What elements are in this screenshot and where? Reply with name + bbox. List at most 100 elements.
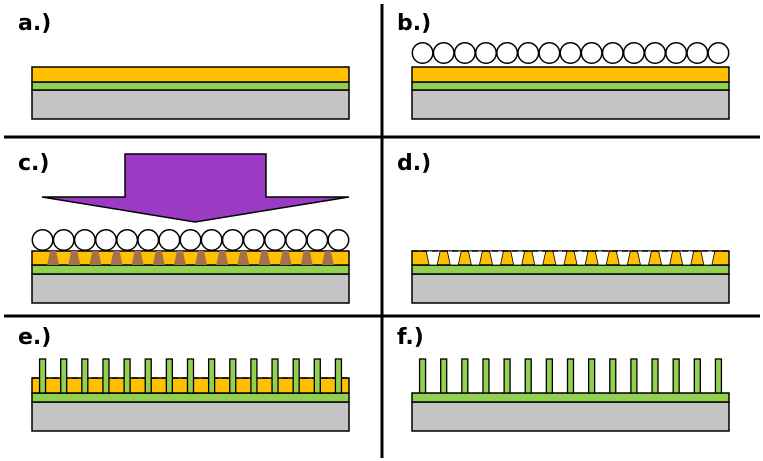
sphere (517, 41, 540, 65)
etch-shadow (173, 251, 186, 265)
panel-e-label: e.) (18, 325, 51, 350)
sphere (116, 228, 139, 252)
pillar (503, 358, 511, 394)
sphere (52, 228, 75, 252)
etch-shadows (47, 251, 334, 265)
pillar (60, 358, 68, 394)
sphere (73, 228, 96, 252)
panel-d: d.) (397, 151, 730, 304)
sphere (31, 228, 54, 252)
sphere (644, 41, 667, 65)
pillar (123, 358, 131, 394)
pillar (250, 358, 258, 394)
etch-shadow (152, 251, 165, 265)
substrate-layer (31, 401, 350, 432)
pillar (229, 358, 237, 394)
mask-opening (489, 250, 505, 266)
pillar (693, 358, 701, 394)
substrate-layer (411, 273, 730, 304)
panel-a: a.) (18, 11, 350, 120)
etch-shadow (216, 251, 229, 265)
sphere (200, 228, 223, 252)
pillar (545, 358, 554, 394)
pillar (207, 358, 216, 394)
sphere (285, 228, 308, 252)
sphere (432, 41, 455, 65)
pillar (651, 358, 659, 394)
panel-c-label: c.) (18, 151, 49, 176)
sphere (327, 228, 350, 252)
sphere (411, 41, 434, 65)
sphere (622, 41, 645, 65)
pillar (672, 358, 680, 394)
pillar (186, 358, 195, 394)
panel-c: c.) (18, 151, 350, 304)
pillars (418, 358, 723, 394)
sphere (686, 41, 709, 65)
mask-opening (700, 250, 716, 266)
substrate-layer (411, 401, 730, 432)
pillar (271, 358, 279, 394)
pillar (334, 358, 343, 394)
sphere (707, 41, 730, 65)
green-layer (411, 264, 730, 275)
pillar (630, 358, 638, 394)
panel-d-label: d.) (397, 151, 431, 176)
pillar (81, 358, 89, 394)
gold-layer (31, 66, 350, 83)
sphere (474, 41, 497, 65)
substrate-layer (31, 89, 350, 120)
sphere (264, 228, 287, 252)
sphere (221, 228, 244, 252)
sphere (306, 228, 329, 252)
pillar (165, 358, 174, 394)
substrate-layer (411, 89, 730, 120)
pillars (38, 358, 343, 394)
sphere (538, 41, 561, 65)
mask-opening (531, 250, 547, 266)
pillar (313, 358, 321, 394)
etch-shadow (258, 251, 271, 265)
etch-shadow (131, 251, 144, 265)
sphere (496, 41, 519, 65)
sphere (453, 41, 476, 65)
sphere (665, 41, 688, 65)
green-layer (31, 392, 350, 403)
pillar (418, 358, 427, 394)
pillar (292, 358, 300, 394)
pillar (566, 358, 575, 394)
sphere (179, 228, 202, 252)
etch-shadow (89, 251, 102, 265)
pillar (524, 358, 532, 394)
pillar (38, 358, 47, 394)
pillar (440, 358, 448, 394)
etch-shadow (300, 251, 313, 265)
gold-layer (411, 66, 730, 83)
mask-opening (679, 250, 695, 266)
sphere (580, 41, 603, 65)
panel-f: f.) (397, 325, 730, 432)
sphere-monolayer (411, 41, 730, 65)
sphere (94, 228, 117, 252)
etch-shadow (110, 251, 123, 265)
green-layer (411, 392, 730, 403)
etch-shadow (68, 251, 81, 265)
panel-a-label: a.) (18, 11, 51, 36)
sphere (158, 228, 181, 252)
etch-shadow (237, 251, 250, 265)
pillar (144, 358, 152, 394)
sphere (601, 41, 624, 65)
etch-shadow (279, 251, 292, 265)
pillar (714, 358, 723, 394)
sphere (559, 41, 582, 65)
mask-openings (425, 250, 716, 266)
sphere (242, 228, 265, 252)
pillar (102, 358, 110, 394)
green-layer (411, 81, 730, 91)
panel-e: e.) (18, 325, 350, 432)
panel-b-label: b.) (397, 11, 431, 36)
substrate-layer (31, 273, 350, 304)
sphere-monolayer (31, 228, 350, 252)
panel-b: b.) (397, 11, 730, 120)
